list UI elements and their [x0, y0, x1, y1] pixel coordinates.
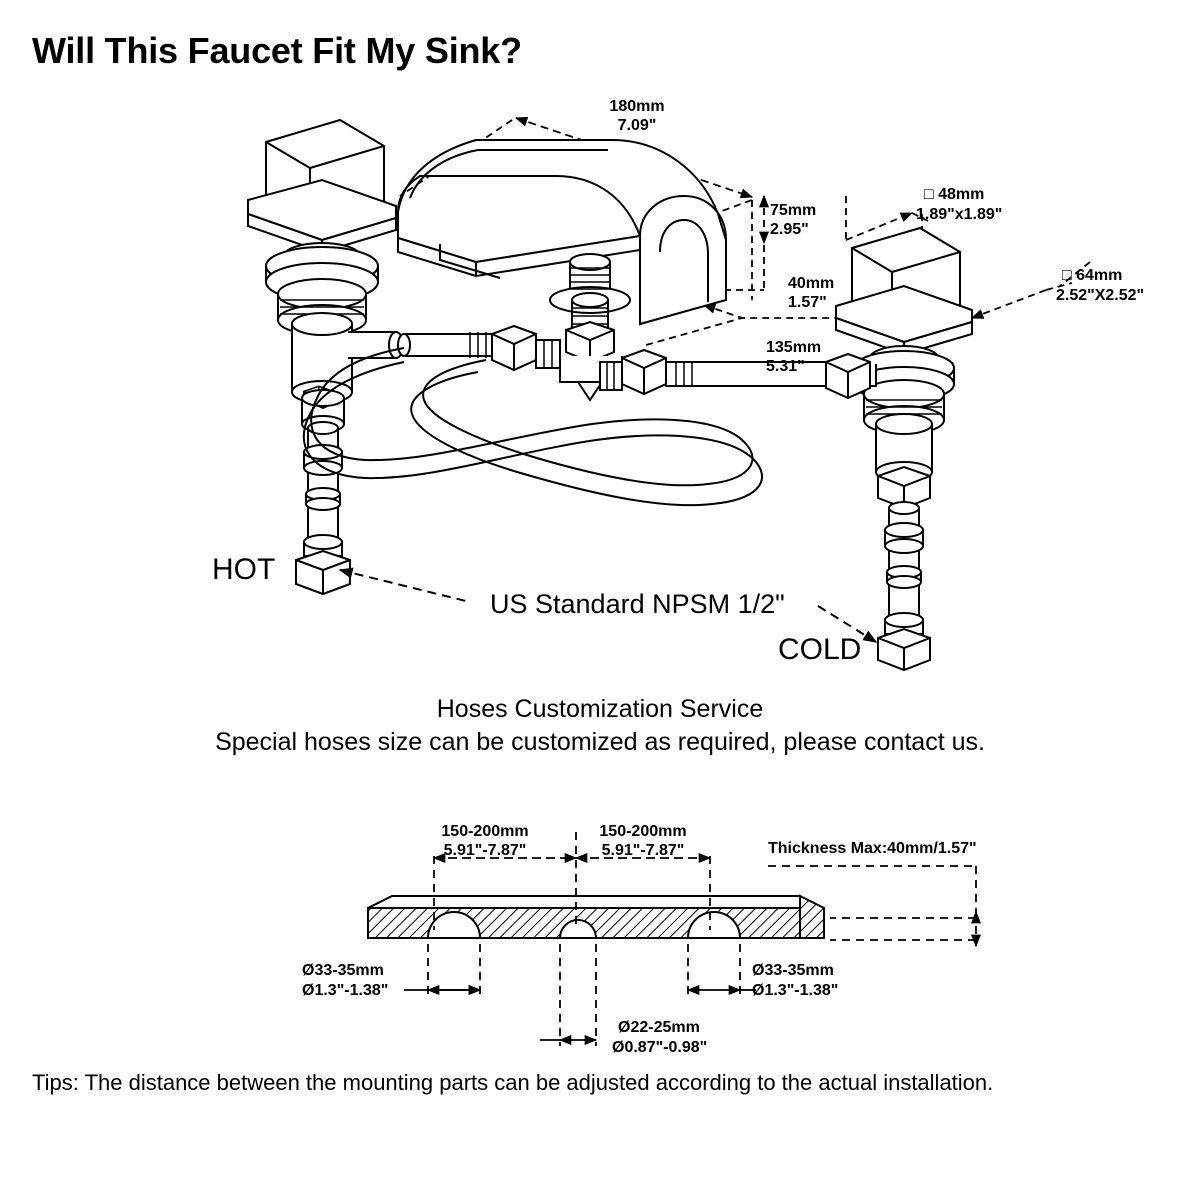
label-hot: HOT — [212, 553, 276, 586]
label-cold: COLD — [778, 633, 862, 666]
dim-base-square-in: 2.52"X2.52" — [1056, 287, 1145, 304]
dim-hole-center-in: Ø0.87"-0.98" — [612, 1039, 708, 1056]
dim-handle-square-mm: □ 48mm — [924, 186, 985, 203]
page-title: Will This Faucet Fit My Sink? — [32, 30, 522, 71]
dim-hole-right-in: Ø1.3"-1.38" — [752, 982, 839, 999]
hot-handle-assembly — [247, 118, 404, 433]
cold-supply-tube — [877, 501, 931, 672]
dimension-lines-bottom — [404, 832, 982, 1046]
dim-spacing-left-in: 5.91"-7.87" — [443, 842, 527, 859]
hoses-note-body: Special hoses size can be customized as … — [215, 728, 985, 756]
hot-supply-tube — [295, 421, 351, 596]
dim-spout-length-in: 7.09" — [617, 117, 657, 134]
npsm-leader-lines — [338, 567, 878, 643]
dim-thickness-max: Thickness Max:40mm/1.57" — [768, 840, 977, 857]
dim-deck-thickness-in: 1.57" — [788, 294, 827, 311]
dim-shank-length-in: 5.31" — [766, 358, 805, 375]
label-npsm-standard: US Standard NPSM 1/2" — [490, 589, 785, 619]
flex-hose-loop — [302, 347, 763, 507]
dim-spout-height-mm: 75mm — [770, 202, 817, 219]
tips-text: Tips: The distance between the mounting … — [32, 1070, 994, 1095]
dim-hole-left-mm: Ø33-35mm — [302, 962, 384, 979]
dim-spacing-right-in: 5.91"-7.87" — [601, 842, 685, 859]
dim-hole-center-mm: Ø22-25mm — [618, 1019, 700, 1036]
cold-handle-assembly — [825, 226, 973, 510]
dim-handle-square-in: 1.89"x1.89" — [916, 206, 1003, 223]
hoses-note-heading: Hoses Customization Service — [436, 695, 764, 723]
dim-spout-height-in: 2.95" — [770, 221, 809, 238]
dim-base-square-mm: □ 64mm — [1062, 267, 1123, 284]
dim-hole-right-mm: Ø33-35mm — [752, 962, 834, 979]
waterfall-spout — [397, 139, 727, 402]
dim-shank-length-mm: 135mm — [766, 339, 822, 356]
dim-spacing-right-mm: 150-200mm — [599, 823, 687, 840]
dim-deck-thickness-mm: 40mm — [788, 275, 835, 292]
dim-spout-length-mm: 180mm — [609, 98, 665, 115]
dim-hole-left-in: Ø1.3"-1.38" — [302, 982, 389, 999]
countertop-section — [367, 894, 825, 939]
dim-spacing-left-mm: 150-200mm — [441, 823, 529, 840]
